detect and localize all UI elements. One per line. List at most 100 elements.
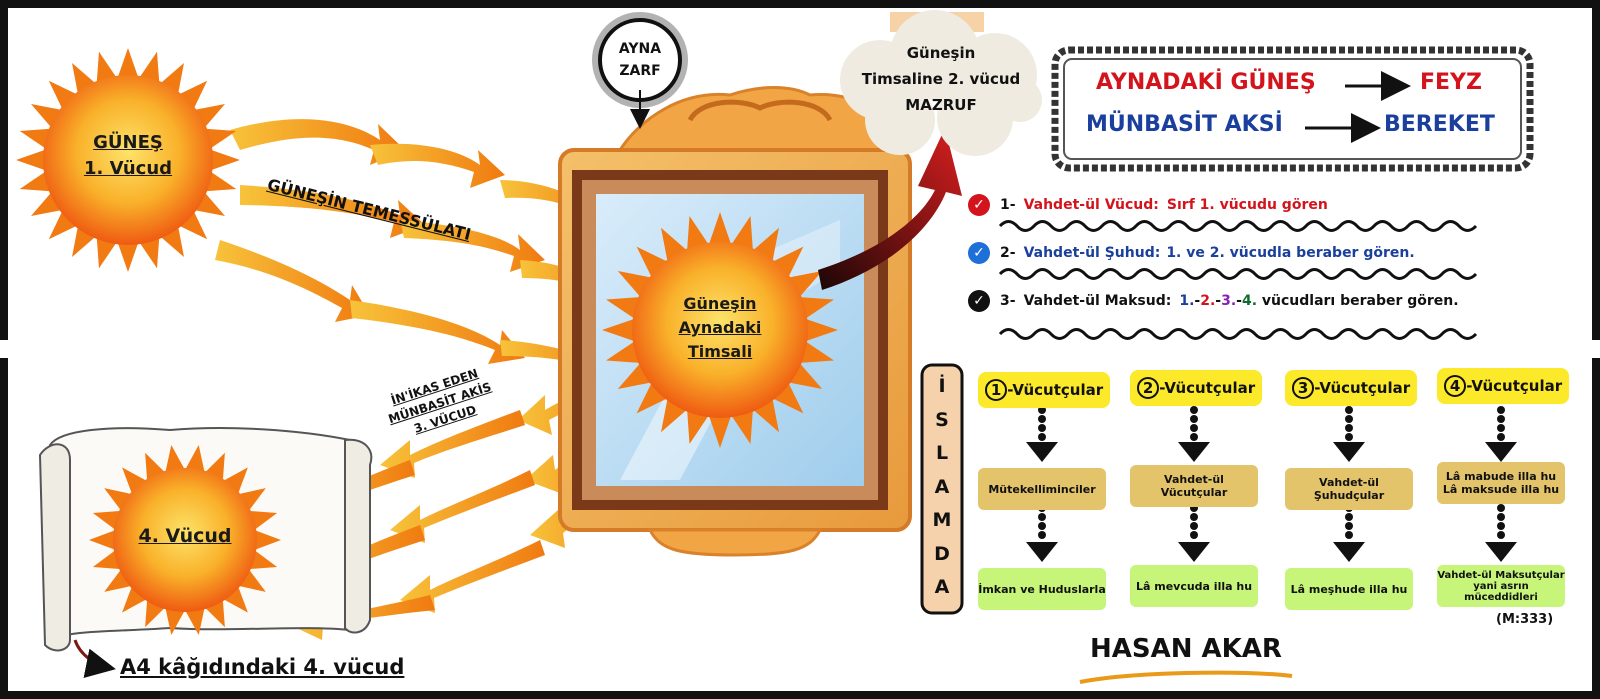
list-item-2-term: Vahdet-ül Şuhud: (1023, 245, 1161, 261)
column-4-middle: Lâ mabude illa hu Lâ maksude illa hu (1437, 462, 1565, 504)
arrow-dot (1497, 504, 1505, 512)
column-1-middle: Mütekelliminciler (978, 468, 1106, 510)
arrow-dot (1345, 424, 1353, 432)
column-arrows (1026, 406, 1517, 562)
checkmark-black-icon: ✓ (968, 290, 990, 312)
islamda-pill (920, 363, 964, 615)
reference: (M:333) (1496, 612, 1554, 627)
list-item-3-term: Vahdet-ül Maksud: (1023, 293, 1172, 309)
list-item-3-tail: vücudları beraber gören. (1257, 293, 1459, 309)
arrow-dot (1497, 531, 1505, 539)
list-item-1-num: 1- (1000, 197, 1016, 213)
arrow-dot (1345, 522, 1353, 530)
legend-row1-left: AYNADAKİ GÜNEŞ (1096, 70, 1316, 95)
list-item-3: ✓ 3- Vahdet-ül Maksud: 1. - 2. - 3. - 4.… (968, 290, 1459, 312)
down-arrow-icon (1333, 542, 1365, 562)
list-item-3-sep3: - (1236, 293, 1242, 309)
sun-1 (16, 48, 240, 272)
cloud-line3: MAZRUF (905, 96, 977, 114)
arrow-dot (1497, 513, 1505, 521)
down-arrow-icon (1026, 442, 1058, 462)
caption: A4 kâğıdındaki 4. vücud (120, 655, 405, 679)
arrow-dot (1038, 406, 1046, 414)
cloud-line2: Timsaline 2. vücud (861, 70, 1021, 88)
column-4-bottom: Vahdet-ül Maksutçular yani asrın müceddi… (1437, 565, 1565, 607)
column-2-middle: Vahdet-ül Vücutçular (1130, 465, 1258, 507)
down-arrow-icon (1485, 442, 1517, 462)
column-1-title: -Vücutçular (1007, 381, 1104, 399)
list-item-1: ✓ 1- Vahdet-ül Vücud: Sırf 1. vücudu gör… (968, 194, 1328, 216)
list-item-2: ✓ 2- Vahdet-ül Şuhud: 1. ve 2. vücudla b… (968, 242, 1415, 264)
islamda-letter: D (934, 542, 950, 565)
list-item-3-sep2: - (1215, 293, 1222, 309)
wavy-lines (998, 220, 1478, 340)
list-item-3-n1: 1. (1179, 293, 1195, 309)
mirror-sun (602, 212, 838, 448)
column-1-number: 1 (984, 379, 1008, 401)
down-arrow-icon (1178, 442, 1210, 462)
column-2-bottom: Lâ mevcuda illa hu (1130, 565, 1258, 607)
list-item-2-desc: 1. ve 2. vücudla beraber gören. (1166, 245, 1415, 261)
arrow-dot (1190, 424, 1198, 432)
down-arrow-icon (1178, 542, 1210, 562)
arrow-dot (1190, 522, 1198, 530)
legend-row2-right: BEREKET (1384, 112, 1495, 137)
column-4-header: 4-Vücutçular (1437, 368, 1569, 404)
arrow-dot (1345, 513, 1353, 521)
arrow-dot (1345, 531, 1353, 539)
islamda-letter: İ (938, 375, 946, 397)
column-3-middle: Vahdet-ül Şuhudçular (1285, 468, 1413, 510)
down-arrow-icon (1333, 442, 1365, 462)
mirror-sun-label: Güneşin Aynadaki Timsali (660, 292, 780, 364)
list-item-3-n2: 2. (1200, 293, 1216, 309)
column-4-middle-line2: Lâ maksude illa hu (1442, 483, 1560, 496)
cloud-line1: Güneşin (906, 44, 976, 62)
arrow-dot (1190, 415, 1198, 423)
column-4-number: 4 (1443, 375, 1467, 397)
arrow-dot (1497, 406, 1505, 414)
sun-1-title: GÜNEŞ (93, 132, 163, 153)
arrow-dot (1345, 415, 1353, 423)
arrow-dot (1038, 415, 1046, 423)
cloud-shape (840, 10, 1042, 156)
down-arrow-icon (1026, 542, 1058, 562)
arrow-dot (1497, 522, 1505, 530)
checkmark-red-icon: ✓ (968, 194, 990, 216)
arrow-dot (1190, 531, 1198, 539)
mirror-sun-line3: Timsali (687, 342, 753, 361)
column-2-number: 2 (1136, 377, 1160, 399)
arrow-dot (1345, 406, 1353, 414)
mirror-sun-line2: Aynadaki (678, 318, 762, 337)
islamda-letter: M (932, 509, 952, 531)
mirror-badge-line1: AYNA (618, 41, 662, 57)
arrow-dot (1345, 433, 1353, 441)
column-2-title: -Vücutçular (1159, 379, 1256, 397)
column-2-header: 2-Vücutçular (1130, 370, 1262, 406)
list-item-2-num: 2- (1000, 245, 1016, 261)
sun-4 (89, 445, 281, 635)
sun-4-label: 4. Vücud (138, 525, 232, 547)
column-1-bottom: İmkan ve Huduslarla (978, 568, 1106, 610)
arrow-dot (1038, 522, 1046, 530)
islamda-letter: A (934, 475, 950, 498)
mirror-badge-line2: ZARF (619, 63, 661, 79)
list-item-3-num: 3- (1000, 293, 1016, 309)
list-item-3-n3: 3. (1221, 293, 1237, 309)
list-item-1-term: Vahdet-ül Vücud: (1023, 197, 1159, 213)
list-item-1-desc: Sırf 1. vücudu gören (1166, 197, 1328, 213)
mirror-badge-label: AYNA ZARF (604, 38, 676, 82)
cloud-text: Güneşin Timsaline 2. vücud MAZRUF (848, 40, 1034, 118)
mirror-sun-line1: Güneşin (683, 294, 757, 313)
column-3-number: 3 (1291, 377, 1315, 399)
list-item-3-sep1: - (1194, 293, 1201, 309)
arrow-dot (1038, 424, 1046, 432)
sun-1-label: GÜNEŞ 1. Vücud (68, 130, 188, 182)
legend-row2-left: MÜNBASİT AKSİ (1086, 112, 1283, 137)
arrow-dot (1497, 424, 1505, 432)
arrow-dot (1038, 433, 1046, 441)
arrow-dot (1497, 415, 1505, 423)
legend-row1-right: FEYZ (1420, 70, 1482, 95)
mirror-badge (592, 12, 688, 129)
